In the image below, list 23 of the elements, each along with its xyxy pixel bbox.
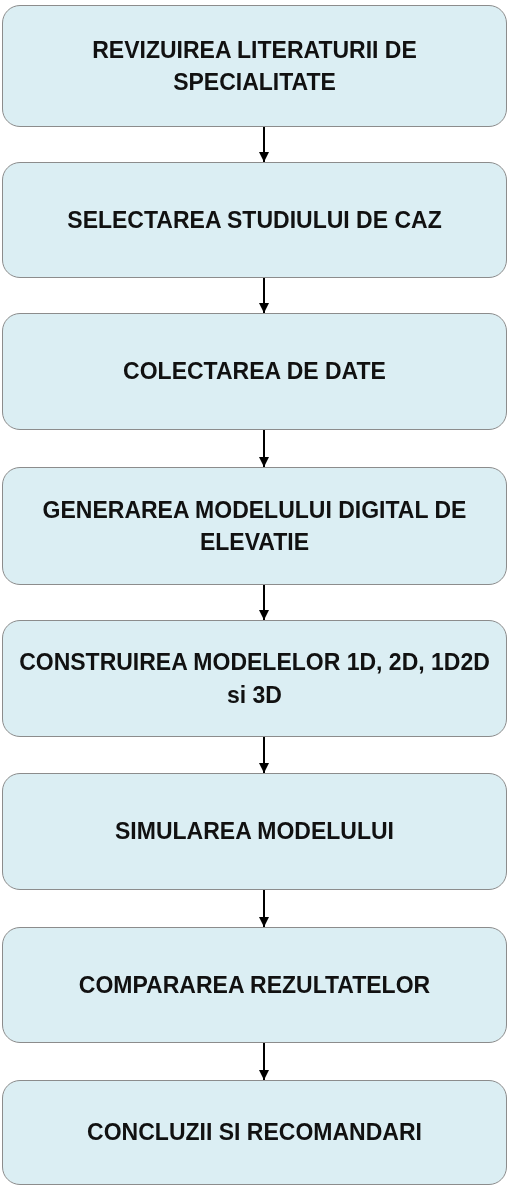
process-box bbox=[2, 467, 507, 585]
process-box bbox=[2, 5, 507, 127]
arrow bbox=[259, 584, 269, 621]
arrow bbox=[259, 1042, 269, 1081]
step-label: CONSTRUIREA MODELELOR 1D, 2D, 1D2D si 3D bbox=[18, 648, 491, 710]
step-label: SELECTAREA STUDIULUI DE CAZ bbox=[67, 205, 442, 235]
arrow bbox=[259, 126, 269, 163]
step-label: COMPARAREA REZULTATELOR bbox=[78, 970, 431, 1000]
step-label: COLECTAREA DE DATE bbox=[123, 357, 386, 387]
step-label: GENERAREA MODELULUI DIGITAL DE ELEVATIE bbox=[41, 495, 468, 557]
arrow bbox=[259, 429, 269, 468]
process-box bbox=[2, 1080, 507, 1185]
process-box bbox=[2, 927, 507, 1043]
process-box bbox=[2, 162, 507, 278]
step-label: SIMULAREA MODELULUI bbox=[115, 817, 394, 847]
arrow bbox=[259, 277, 269, 314]
step-label: CONCLUZII SI RECOMANDARI bbox=[87, 1118, 422, 1148]
process-box bbox=[2, 773, 507, 890]
step-label: REVIZUIREA LITERATURII DE SPECIALITATE bbox=[91, 35, 418, 97]
process-box bbox=[2, 620, 507, 737]
process-box bbox=[2, 313, 507, 430]
arrow bbox=[259, 889, 269, 928]
arrow bbox=[259, 736, 269, 774]
